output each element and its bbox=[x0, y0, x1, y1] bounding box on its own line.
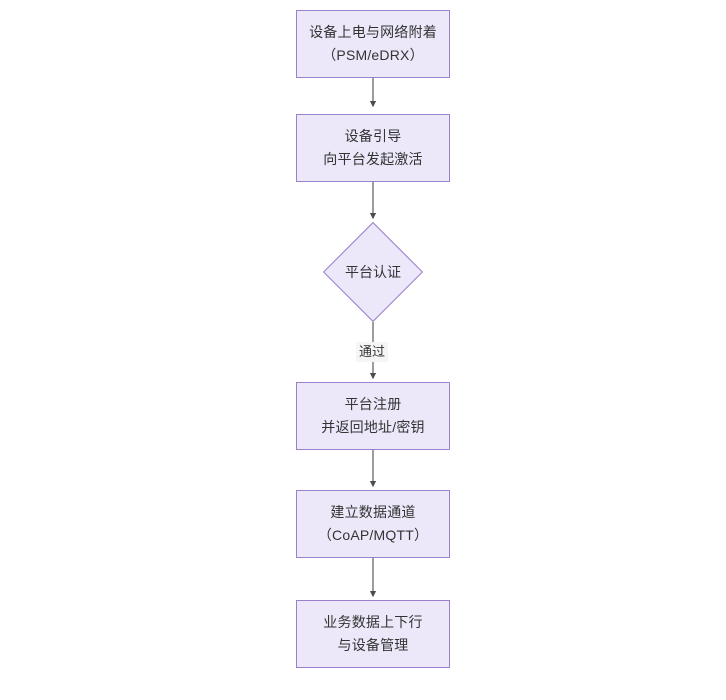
node-data-channel-line-2: （CoAP/MQTT） bbox=[317, 527, 429, 543]
node-service-data-line-2: 与设备管理 bbox=[337, 637, 409, 653]
node-bootstrap-line-2: 向平台发起激活 bbox=[323, 151, 423, 167]
diamond-shape bbox=[323, 222, 423, 322]
node-data-channel[interactable]: 建立数据通道 （CoAP/MQTT） bbox=[296, 490, 450, 558]
node-platform-register[interactable]: 平台注册 并返回地址/密钥 bbox=[296, 382, 450, 450]
node-service-data[interactable]: 业务数据上下行 与设备管理 bbox=[296, 600, 450, 668]
node-bootstrap-line-1: 设备引导 bbox=[344, 128, 402, 144]
node-power-on[interactable]: 设备上电与网络附着 （PSM/eDRX） bbox=[296, 10, 450, 78]
node-platform-register-line-2: 并返回地址/密钥 bbox=[321, 419, 425, 435]
node-service-data-line-1: 业务数据上下行 bbox=[323, 614, 423, 630]
node-data-channel-line-1: 建立数据通道 bbox=[330, 504, 416, 520]
node-platform-register-line-1: 平台注册 bbox=[344, 396, 402, 412]
node-bootstrap[interactable]: 设备引导 向平台发起激活 bbox=[296, 114, 450, 182]
node-platform-auth-label: 平台认证 bbox=[345, 264, 401, 280]
edge-label-pass: 通过 bbox=[356, 342, 389, 362]
node-power-on-line-1: 设备上电与网络附着 bbox=[309, 24, 437, 40]
node-power-on-line-2: （PSM/eDRX） bbox=[322, 47, 424, 63]
node-platform-auth[interactable]: 平台认证 bbox=[323, 222, 423, 322]
